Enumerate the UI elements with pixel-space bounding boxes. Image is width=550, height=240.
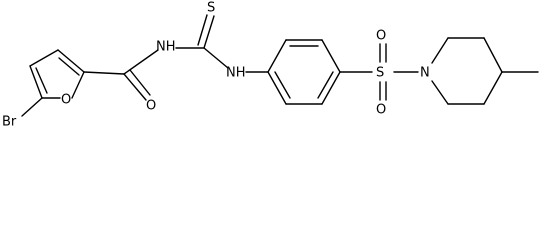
bond-ring-4-double (317, 71, 334, 99)
bond-ring-1 (267, 39, 287, 73)
bond-c3-c2 (57, 49, 85, 73)
atom-nh-amide: NH (156, 40, 176, 55)
bond-cthio-s-double (197, 14, 208, 46)
bond-c2-o (71, 71, 85, 99)
bond-c2-ccarbonyl (83, 71, 125, 75)
bond-c5-c4-double (35, 67, 48, 94)
bond-cthio-s (203, 15, 215, 49)
bond-cthio-nh2 (203, 47, 229, 69)
atom-o-carbonyl: O (146, 99, 156, 114)
bond-br-c5 (21, 97, 43, 117)
bond-ring-6 (267, 71, 287, 105)
atom-nh-aniline: NH (226, 66, 246, 81)
atom-s-sulfonyl: S (376, 66, 384, 81)
bond-c3-c2-double (58, 57, 80, 76)
bond-pip-6 (431, 80, 449, 105)
bond-ring-3 (321, 39, 341, 73)
atom-br: Br (2, 115, 17, 130)
bond-c4-c3 (29, 49, 59, 67)
bond-c5-c4 (29, 65, 43, 99)
chemical-structure: Br O O NH S NH S O O N (2, 1, 539, 130)
bond-pip-1 (431, 37, 449, 64)
bond-carbonyl-o-double (129, 69, 151, 96)
bond-ring-4 (321, 71, 341, 105)
bonds (21, 14, 539, 117)
bond-carbonyl-o (123, 73, 147, 101)
bond-ring-6-double (274, 71, 291, 99)
bond-pip-3 (483, 37, 503, 73)
atom-s-thio: S (207, 1, 215, 16)
bond-pip-4 (483, 71, 503, 105)
atom-o-sulfonyl-top: O (376, 29, 386, 44)
atom-o-sulfonyl-bottom: O (376, 103, 386, 118)
bond-ccarbonyl-nh (123, 49, 159, 75)
atom-n-piperidine: N (420, 66, 430, 81)
atom-labels: Br O O NH S NH S O O N (2, 1, 430, 130)
atom-o-furan: O (61, 93, 71, 108)
